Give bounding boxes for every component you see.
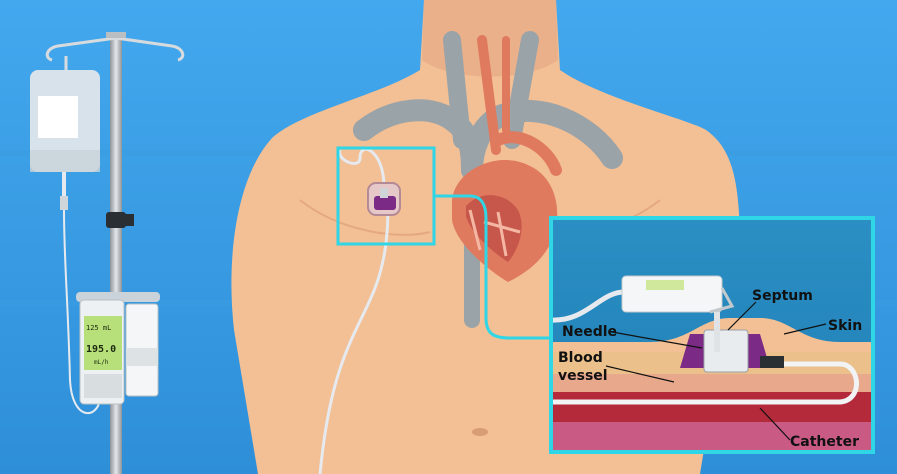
pump-unit-text: mL/h [94,359,109,366]
blood-vessel [551,392,873,422]
label-skin: Skin [828,318,862,334]
label-catheter: Catheter [790,434,859,450]
pump-rate-text: 125 mL [86,324,111,332]
infusion-pump-icon: 125 mL 195.0 mL/h [76,292,160,404]
label-septum: Septum [752,288,813,304]
label-needle: Needle [562,324,617,340]
pump-value-text: 195.0 [86,344,116,355]
port-cross-section-inset: Septum Skin Needle Blood vessel Catheter [551,218,873,452]
implanted-port-icon [368,183,400,215]
label-vessel: vessel [558,368,608,384]
label-blood: Blood [558,350,603,366]
